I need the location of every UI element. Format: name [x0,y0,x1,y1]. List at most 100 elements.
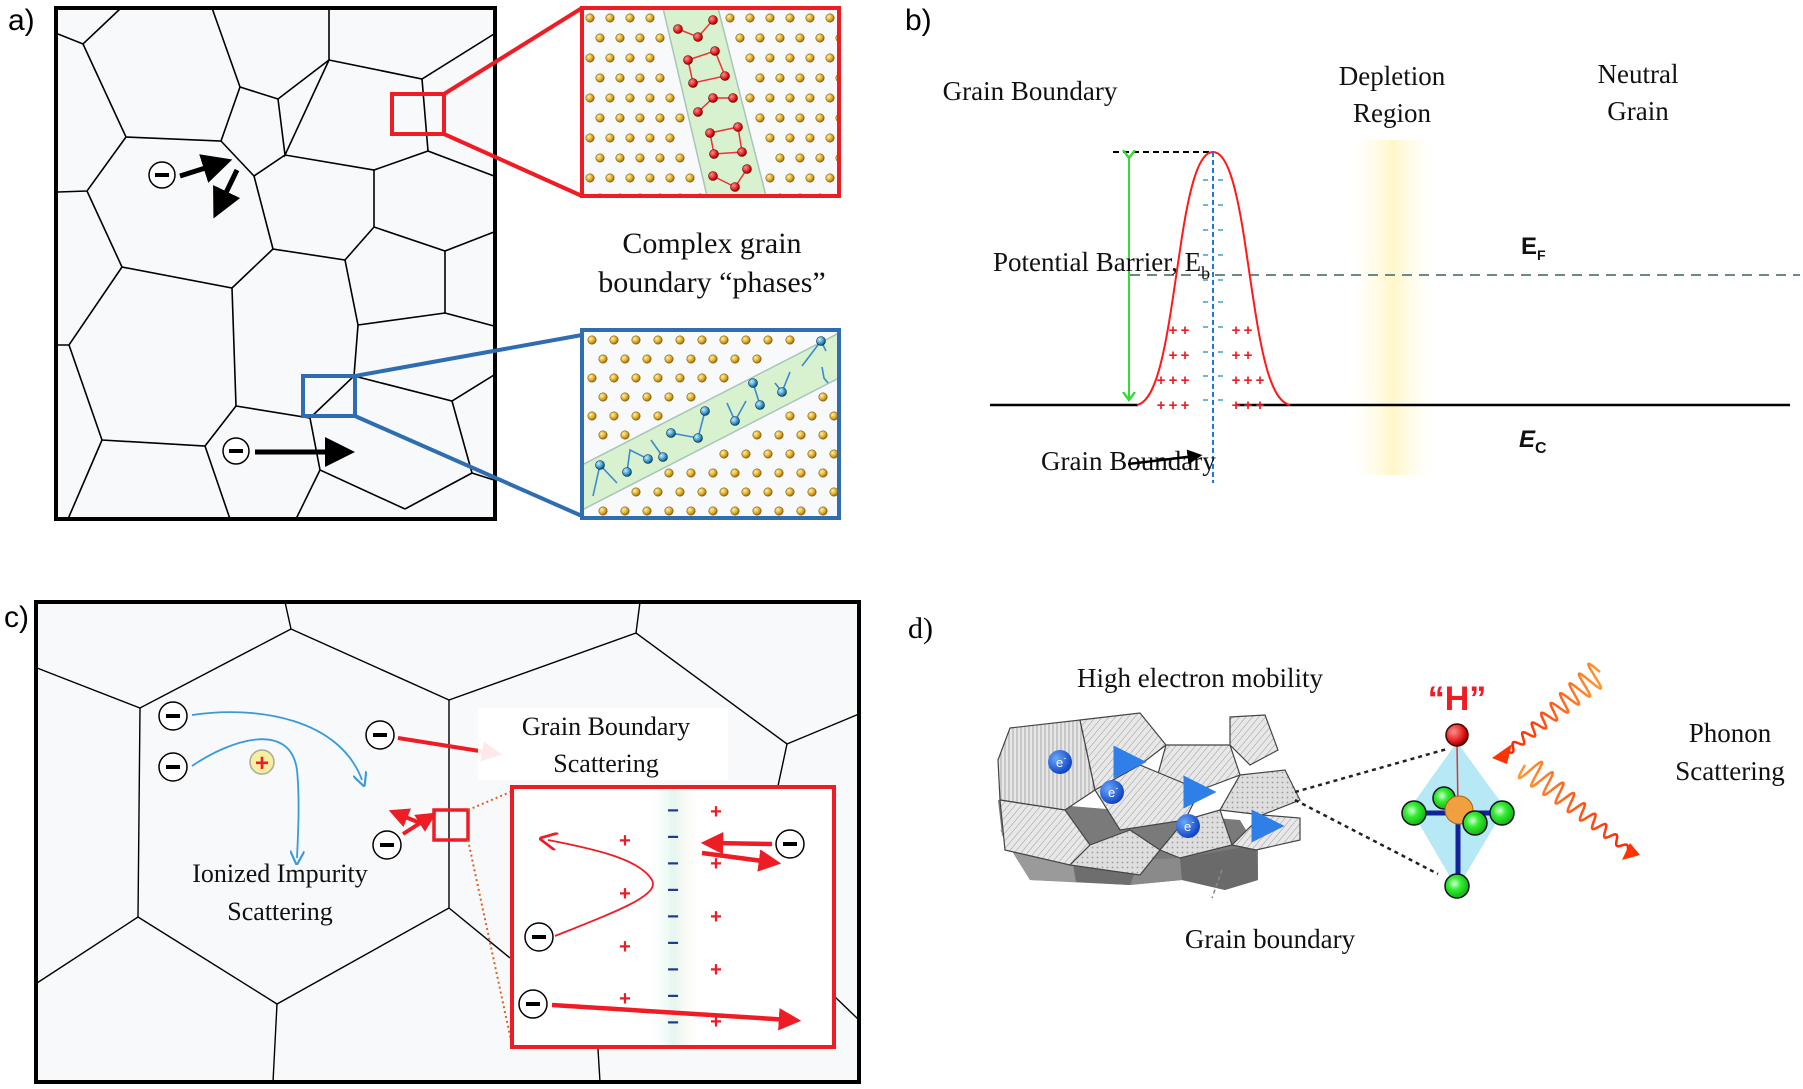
lattice-atom [745,93,755,103]
positive-charge: + [710,959,722,981]
lattice-atom [805,173,815,183]
gb-scattering-label-line2: Scattering [553,749,658,778]
lattice-atom [818,430,828,440]
grain-boundary-pointer [1211,869,1223,899]
lattice-atom [856,194,864,202]
hydrogen-atom [1445,723,1469,747]
gb-scattering-label-line1: Grain Boundary [522,712,690,741]
positive-charge: + [1169,372,1178,389]
lattice-atom [595,153,605,163]
depletion-positive-charges: ++++++++++++++++++++ [1157,322,1265,414]
boundary-atom [720,71,730,81]
lattice-atom [645,13,655,23]
lattice-atom [818,392,828,402]
boundary-atom [742,164,752,174]
grain-boundary-label: Grain boundary [1185,924,1356,954]
lattice-atom [625,173,635,183]
lattice-atom [741,335,751,345]
lattice-atom [653,335,663,345]
electron-pass-bottom [222,437,355,467]
phases-caption-line1: Complex grain [622,227,801,260]
lattice-atom [675,113,685,123]
lattice-atom [785,93,795,103]
inset-grain-boundary-phase-blue [580,328,860,520]
boundary-negative-charges: −−−−−−−−− [667,800,679,1034]
lattice-atom [815,113,825,123]
lattice-atom [595,113,605,123]
boundary-atom [816,336,826,346]
lattice-atom [719,449,729,459]
lattice-atom [587,411,597,421]
lattice-atom [785,411,795,421]
positive-charge: + [1244,397,1253,414]
lattice-atom [598,392,608,402]
barrier-label: Potential Barrier, Eb [993,247,1210,283]
svg-text:e-: e- [1108,783,1118,800]
boundary-glow [648,790,698,1045]
lattice-atom [841,431,849,439]
boundary-atom [777,387,787,397]
lattice-atom [725,13,735,23]
positive-charge: + [1232,322,1241,339]
arrow-reflected [213,168,241,219]
lattice-atom [765,93,775,103]
positive-charge: + [1256,372,1265,389]
lattice-atom [852,374,860,382]
lattice-atom [745,53,755,63]
grain-map-frame [34,600,861,1084]
positive-charge: + [1244,372,1253,389]
trajectory-1 [191,711,362,780]
boundary-atoms [595,336,826,477]
lattice-atom [741,487,751,497]
lattice-atom [785,487,795,497]
lattice-atom [655,33,665,43]
positive-charge: + [619,988,631,1010]
ionized-impurity-scattering: + [158,701,362,858]
positive-charge: + [1232,347,1241,364]
lattice-atom [785,133,795,143]
lattice-atom [829,411,839,421]
lattice-atom [730,468,740,478]
lattice-atom [846,134,854,142]
electron-icon [1048,750,1072,774]
lattice-atom [625,133,635,143]
panel-d-label: d) [908,612,933,645]
lattice-atom [795,33,805,43]
lattice-atom [587,335,597,345]
arrow-reflected [388,808,426,828]
lattice-atom [615,153,625,163]
lattice-atom [765,173,775,183]
lattice-atom [655,153,665,163]
lattice-atom [675,335,685,345]
lattice-atom [805,133,815,143]
impurity-label-line1: Ionized Impurity [192,859,367,888]
lattice-atom [856,154,864,162]
lattice-atom [805,13,815,23]
lattice-atom [755,113,765,123]
boundary-atom [705,128,715,138]
callout-line [443,132,583,198]
arrow-incident [401,812,437,836]
panel-c: c) + Ionized Impurity Scatterin [4,600,861,1084]
impurity-label-line2: Scattering [227,897,332,926]
lattice-atom [598,430,608,440]
callout-line [354,414,583,518]
lattice-atom [752,430,762,440]
lattice-atom [585,173,595,183]
lattice-atom [664,392,674,402]
negative-charge: − [667,880,679,902]
lattice-atom [598,506,608,516]
phonon-label-line1: Phonon [1689,718,1772,748]
lattice-atom [605,53,615,63]
lattice-atom [664,354,674,364]
lattice-atom [631,411,641,421]
lattice-atom [605,93,615,103]
lattice-atom [595,73,605,83]
lattice-atom [765,53,775,63]
boundary-atom [708,15,718,25]
positive-charge: + [1181,322,1190,339]
boundary-atom [700,406,710,416]
boundary-atom [737,147,747,157]
lattice-atom [745,13,755,23]
positive-charge: + [1256,397,1265,414]
